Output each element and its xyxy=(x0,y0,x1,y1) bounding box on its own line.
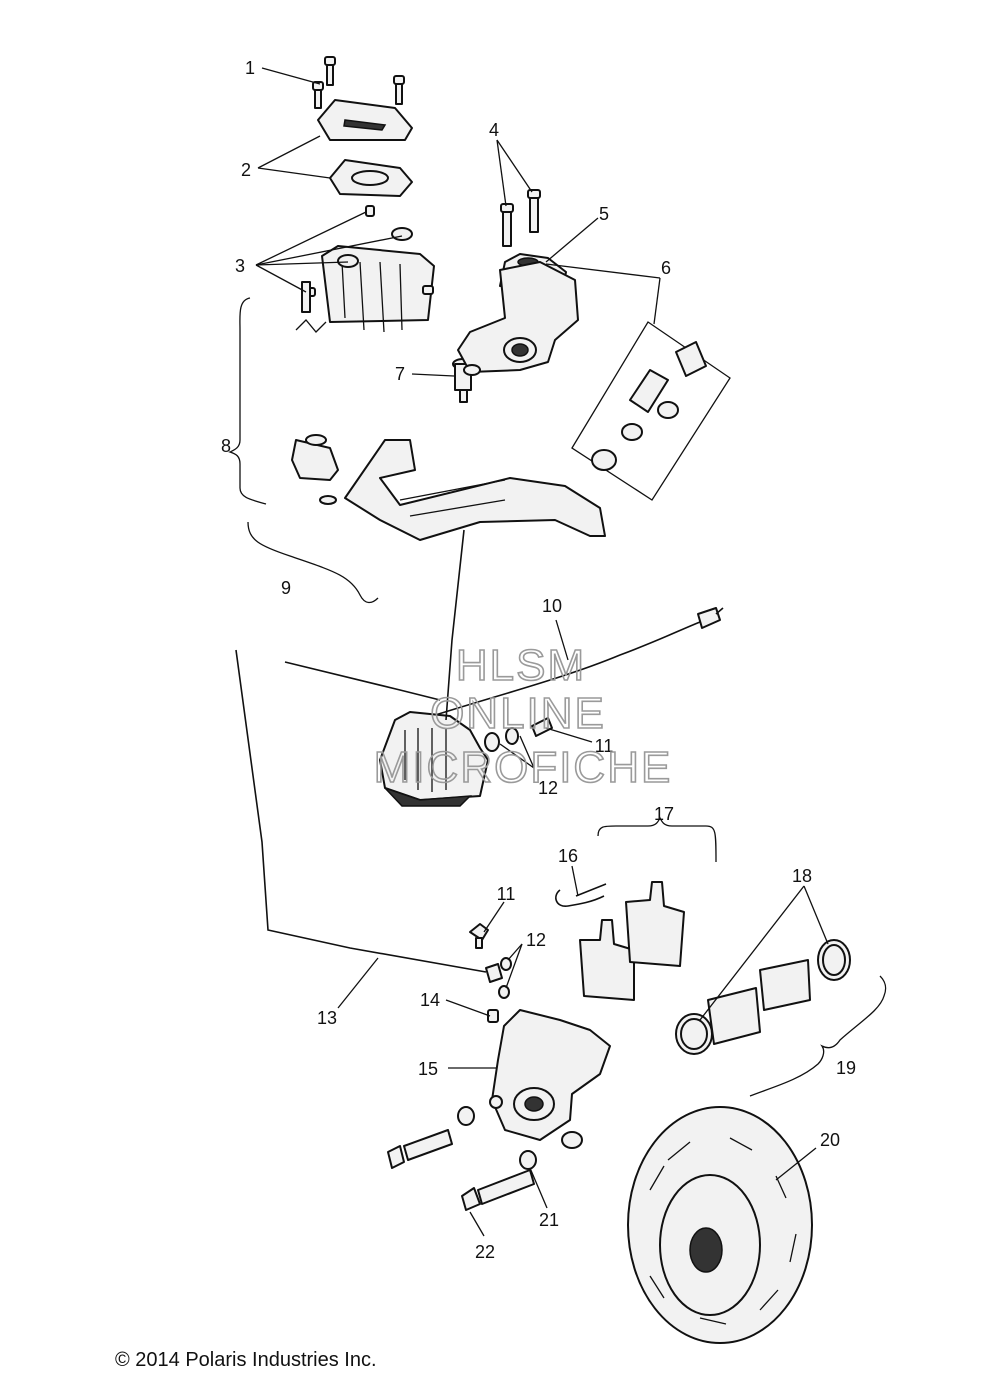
bleeder-and-washers xyxy=(469,923,512,999)
clamp-bolts xyxy=(500,189,541,247)
callout-2: 2 xyxy=(241,160,251,180)
callout-6: 6 xyxy=(661,258,671,278)
cover-screws xyxy=(312,56,405,109)
callout-1: 1 xyxy=(245,58,255,78)
watermark: HLSM ONLINE MICROFICHE xyxy=(373,640,673,793)
cover-gasket xyxy=(329,159,413,197)
brake-hose-upper xyxy=(284,661,441,701)
brake-rotor xyxy=(627,1106,813,1344)
callout-12-upper: 12 xyxy=(538,778,558,798)
watermark-line-3: MICROFICHE xyxy=(374,743,673,792)
leader-long-9 xyxy=(445,529,465,721)
watermark-line-1: HLSM xyxy=(456,641,586,690)
callout-12-lower: 12 xyxy=(526,930,546,950)
banjo-fitting-upper xyxy=(484,717,553,752)
brake-caliper xyxy=(487,1009,611,1149)
leader-lines xyxy=(255,67,829,1237)
reservoir-body xyxy=(304,205,435,333)
callout-11-upper: 11 xyxy=(595,736,614,756)
mounting-bolts xyxy=(387,1095,537,1211)
callout-7: 7 xyxy=(395,364,405,384)
callout-3: 3 xyxy=(235,256,245,276)
brake-pads xyxy=(579,881,685,1001)
callout-17: 17 xyxy=(654,804,674,824)
callout-10: 10 xyxy=(542,596,562,616)
callout-15: 15 xyxy=(418,1059,438,1079)
piston-kit xyxy=(571,321,731,501)
brake-hose-left xyxy=(235,649,487,973)
bracket-17 xyxy=(597,816,717,863)
callout-16: 16 xyxy=(558,846,578,866)
reservoir-cover xyxy=(317,99,413,141)
bracket-8 xyxy=(228,297,267,505)
brake-lever xyxy=(344,439,606,541)
callout-21: 21 xyxy=(539,1210,559,1230)
copyright-notice: © 2014 Polaris Industries Inc. xyxy=(115,1349,377,1371)
bracket-9 xyxy=(247,521,379,604)
callout-11-lower: 11 xyxy=(497,884,516,904)
callout-5: 5 xyxy=(599,204,609,224)
callout-18: 18 xyxy=(792,866,812,886)
callout-13: 13 xyxy=(317,1008,337,1028)
callout-4: 4 xyxy=(489,120,499,140)
adjuster-parts xyxy=(291,281,339,505)
bracket-19 xyxy=(749,975,887,1097)
master-cylinder-assembly xyxy=(379,711,489,807)
callout-14: 14 xyxy=(420,990,440,1010)
callout-8: 8 xyxy=(221,436,231,456)
callout-19: 19 xyxy=(836,1058,856,1078)
master-cylinder-housing xyxy=(457,261,579,376)
pad-pin-clip xyxy=(555,883,607,907)
brake-switch-wire xyxy=(419,607,724,721)
callout-20: 20 xyxy=(820,1130,840,1150)
callout-9: 9 xyxy=(281,578,291,598)
caliper-pistons xyxy=(675,939,851,1055)
callout-22: 22 xyxy=(475,1242,495,1262)
watermark-line-2: ONLINE xyxy=(430,689,606,738)
callout-labels: 1 2 3 4 5 6 7 8 9 10 11 12 11 12 13 14 1… xyxy=(221,58,856,1262)
